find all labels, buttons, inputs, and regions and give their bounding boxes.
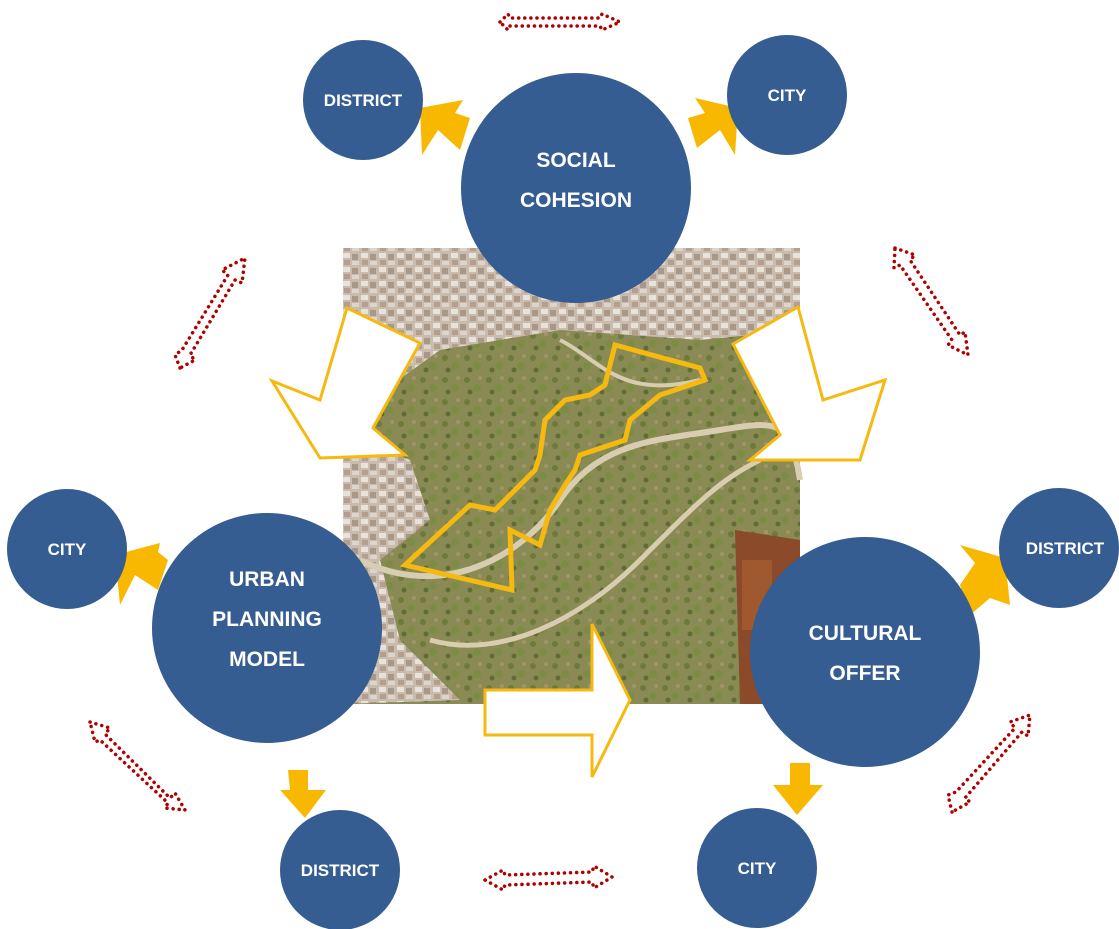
node-top-right-label: CITY: [768, 86, 807, 105]
hollow-arrow-right: [731, 304, 888, 462]
gold-arrow-to-top-right: [688, 98, 738, 155]
node-urban-planning-model: URBAN PLANNING MODEL: [152, 513, 382, 743]
hollow-arrow-left: [268, 305, 423, 460]
dotted-arrow-upper-left: [172, 254, 248, 371]
dotted-arrow-lower-right: [945, 712, 1033, 815]
node-right-label: DISTRICT: [1026, 539, 1105, 558]
gold-arrow-to-left: [115, 543, 168, 605]
node-top-left-label: DISTRICT: [324, 91, 403, 110]
gold-arrow-to-top-left: [420, 100, 470, 155]
node-left-label: CITY: [48, 540, 87, 559]
aerial-photo: [343, 248, 803, 704]
node-social-cohesion: SOCIAL COHESION: [461, 73, 691, 303]
node-left-city: CITY: [7, 489, 127, 609]
node-right-district: DISTRICT: [999, 488, 1119, 608]
fortress-outline: [399, 341, 709, 594]
node-bottom-right-city: CITY: [697, 808, 817, 928]
dotted-arrow-lower-left: [87, 719, 189, 813]
node-top-right-city: CITY: [727, 35, 847, 155]
node-social-cohesion-line-2: COHESION: [520, 189, 632, 212]
dotted-arrow-upper-right: [892, 245, 971, 359]
gold-arrow-to-bottom-left: [280, 770, 326, 818]
node-bottom-left-district: DISTRICT: [280, 810, 400, 929]
gold-arrow-to-bottom-right: [773, 763, 823, 815]
node-urban-planning-line-2: PLANNING: [212, 608, 322, 631]
node-urban-planning-line-3: MODEL: [229, 648, 305, 671]
hollow-arrow-bottom: [483, 623, 632, 778]
node-bottom-left-label: DISTRICT: [301, 861, 380, 880]
node-cultural-offer: CULTURAL OFFER: [750, 537, 980, 767]
node-urban-planning-line-1: URBAN: [229, 568, 305, 591]
gold-arrow-to-right: [960, 545, 1010, 615]
node-cultural-offer-line-1: CULTURAL: [809, 622, 922, 645]
node-social-cohesion-line-1: SOCIAL: [536, 149, 616, 172]
node-cultural-offer-line-2: OFFER: [829, 662, 900, 685]
node-bottom-right-label: CITY: [738, 859, 777, 878]
dotted-arrow-top: [497, 11, 625, 33]
dotted-arrow-bottom: [481, 863, 616, 893]
node-top-left-district: DISTRICT: [303, 40, 423, 160]
